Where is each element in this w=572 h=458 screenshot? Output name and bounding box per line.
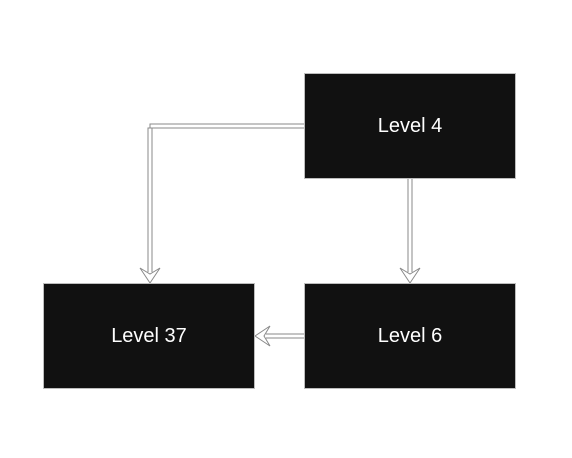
edge-level-6-to-level-37	[254, 325, 304, 347]
node-label: Level 6	[377, 324, 443, 347]
arrowhead-icon	[399, 267, 421, 284]
arrowhead-icon	[254, 325, 271, 347]
node-level-4[interactable]: Level 4	[304, 73, 516, 179]
node-level-37[interactable]: Level 37	[43, 283, 255, 389]
edge-level-4-to-level-37	[139, 123, 304, 284]
node-level-6[interactable]: Level 6	[304, 283, 516, 389]
node-label: Level 4	[377, 114, 443, 137]
node-label: Level 37	[111, 324, 187, 347]
arrowhead-icon	[139, 267, 161, 284]
edge-level-4-to-level-6	[399, 179, 421, 284]
